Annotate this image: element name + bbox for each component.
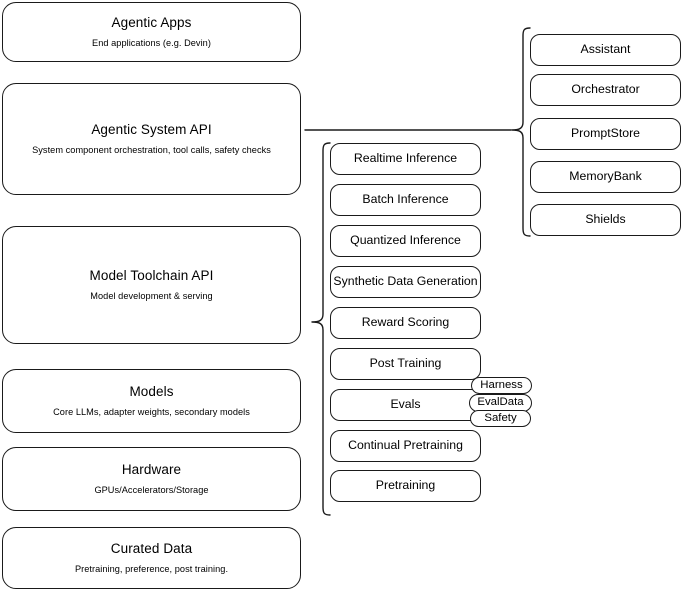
layer-curated-data[interactable]: Curated Data Pretraining, preference, po… <box>2 527 301 589</box>
pill-label: Safety <box>484 411 517 424</box>
item-label: Post Training <box>369 356 442 371</box>
evals-pill-safety[interactable]: Safety <box>470 410 531 427</box>
layer-hardware[interactable]: Hardware GPUs/Accelerators/Storage <box>2 447 301 511</box>
toolchain-item-synthetic-data-generation[interactable]: Synthetic Data Generation <box>330 266 481 298</box>
toolchain-item-batch-inference[interactable]: Batch Inference <box>330 184 481 216</box>
system-item-assistant[interactable]: Assistant <box>530 34 681 66</box>
system-item-promptstore[interactable]: PromptStore <box>530 118 681 150</box>
layer-title: Agentic Apps <box>111 14 192 30</box>
item-label: MemoryBank <box>569 169 642 184</box>
brace-path <box>311 142 331 516</box>
toolchain-item-post-training[interactable]: Post Training <box>330 348 481 380</box>
layer-title: Curated Data <box>110 540 193 556</box>
layer-agentic-apps[interactable]: Agentic Apps End applications (e.g. Devi… <box>2 2 301 62</box>
toolchain-item-quantized-inference[interactable]: Quantized Inference <box>330 225 481 257</box>
item-label: Evals <box>390 397 421 412</box>
layer-title: Model Toolchain API <box>89 267 214 283</box>
evals-pill-harness[interactable]: Harness <box>471 377 532 394</box>
item-label: Orchestrator <box>571 82 640 97</box>
item-label: Assistant <box>580 42 631 57</box>
toolchain-item-pretraining[interactable]: Pretraining <box>330 470 481 502</box>
item-label: Shields <box>585 212 626 227</box>
layer-subtitle: Core LLMs, adapter weights, secondary mo… <box>53 406 250 417</box>
item-label: Synthetic Data Generation <box>333 274 478 289</box>
layer-title: Hardware <box>121 461 182 477</box>
brace-path <box>511 27 531 237</box>
toolchain-item-evals[interactable]: Evals <box>330 389 481 421</box>
toolchain-item-realtime-inference[interactable]: Realtime Inference <box>330 143 481 175</box>
layer-title: Models <box>129 383 174 399</box>
toolchain-item-reward-scoring[interactable]: Reward Scoring <box>330 307 481 339</box>
item-label: PromptStore <box>570 126 641 141</box>
layer-agentic-system-api[interactable]: Agentic System API System component orch… <box>2 83 301 195</box>
system-item-memorybank[interactable]: MemoryBank <box>530 161 681 193</box>
toolchain-item-continual-pretraining[interactable]: Continual Pretraining <box>330 430 481 462</box>
item-label: Continual Pretraining <box>348 438 463 453</box>
item-label: Pretraining <box>375 478 436 493</box>
item-label: Batch Inference <box>362 192 449 207</box>
layer-subtitle: GPUs/Accelerators/Storage <box>94 484 209 495</box>
system-item-shields[interactable]: Shields <box>530 204 681 236</box>
item-label: Reward Scoring <box>361 315 450 330</box>
layer-model-toolchain-api[interactable]: Model Toolchain API Model development & … <box>2 226 301 344</box>
layer-title: Agentic System API <box>91 121 212 137</box>
layer-subtitle: End applications (e.g. Devin) <box>92 37 211 48</box>
pill-label: Harness <box>480 378 523 391</box>
item-label: Quantized Inference <box>350 233 461 248</box>
item-label: Realtime Inference <box>353 151 458 166</box>
layer-subtitle: Pretraining, preference, post training. <box>74 563 229 574</box>
layer-models[interactable]: Models Core LLMs, adapter weights, secon… <box>2 369 301 433</box>
system-item-orchestrator[interactable]: Orchestrator <box>530 74 681 106</box>
pill-label: EvalData <box>477 396 524 409</box>
layer-subtitle: System component orchestration, tool cal… <box>32 144 271 155</box>
layer-subtitle: Model development & serving <box>90 290 213 301</box>
